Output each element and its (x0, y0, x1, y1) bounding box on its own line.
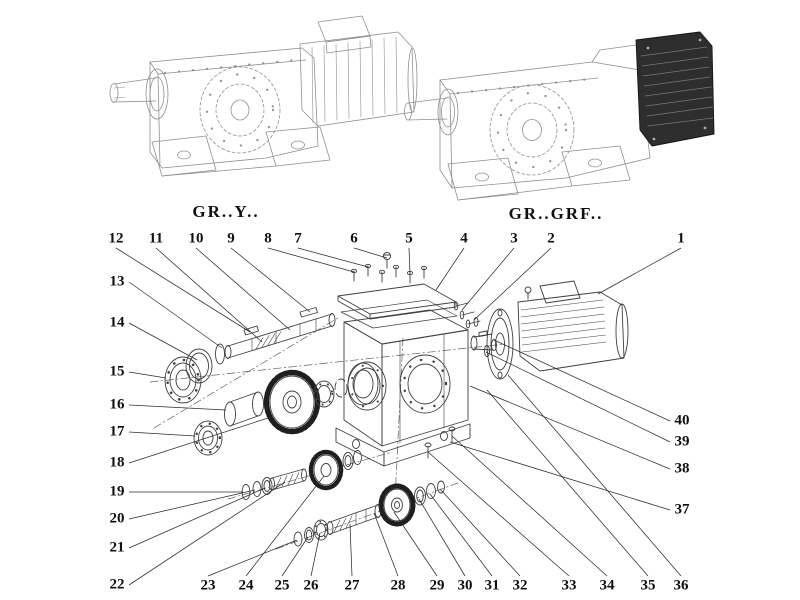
gearmotor-drawing-gr-grf (404, 31, 715, 201)
leader-line-29 (393, 511, 438, 577)
part-number-36: 36 (673, 577, 689, 594)
bearings-and-seals (164, 348, 264, 456)
model-label-gr-grf: GR..GRF.. (508, 204, 604, 223)
part-number-12: 12 (108, 230, 124, 247)
leader-line-1 (597, 247, 682, 295)
leader-lines (115, 247, 682, 586)
part-number-23: 23 (200, 577, 216, 594)
leader-line-40 (493, 339, 671, 422)
leader-line-17 (128, 431, 196, 437)
part-number-21: 21 (109, 539, 125, 556)
leader-line-10 (195, 247, 291, 331)
gear-housing (335, 309, 471, 467)
part-number-15: 15 (109, 363, 125, 380)
part-number-2: 2 (547, 230, 555, 247)
leader-line-13 (128, 281, 223, 349)
leader-line-21 (128, 487, 266, 549)
leader-line-28 (373, 512, 399, 577)
leader-line-22 (128, 481, 286, 586)
leader-line-6 (353, 247, 388, 259)
part-number-10: 10 (188, 230, 204, 247)
part-number-26: 26 (303, 577, 319, 594)
part-number-9: 9 (227, 230, 235, 247)
part-number-38: 38 (674, 460, 690, 477)
part-number-32: 32 (512, 577, 528, 594)
leader-line-12 (115, 247, 251, 333)
part-number-11: 11 (148, 230, 164, 247)
leader-line-38 (469, 385, 671, 470)
input-shaft (215, 307, 336, 365)
part-number-31: 31 (484, 577, 500, 594)
part-number-30: 30 (457, 577, 473, 594)
leader-line-2 (473, 247, 552, 321)
leader-line-8 (267, 247, 355, 273)
leader-line-15 (128, 371, 167, 379)
part-number-14: 14 (109, 314, 125, 331)
leader-line-4 (435, 247, 465, 291)
part-number-25: 25 (274, 577, 290, 594)
leader-line-5 (408, 247, 411, 275)
output-gear (263, 369, 321, 435)
cover-bolts (350, 251, 428, 284)
leader-line-32 (439, 488, 521, 577)
part-number-34: 34 (599, 577, 615, 594)
part-number-16: 16 (109, 396, 125, 413)
leader-line-33 (427, 451, 570, 577)
intermediate-rings (313, 361, 387, 411)
fan-cover-dark (635, 31, 715, 147)
leader-line-25 (281, 536, 309, 577)
intermediate-shaft-set (241, 449, 362, 500)
leader-line-27 (349, 523, 353, 577)
leader-line-23 (207, 539, 298, 577)
leader-line-24 (245, 475, 325, 577)
leader-line-34 (451, 435, 608, 577)
part-number-6: 6 (350, 230, 358, 247)
part-number-5: 5 (405, 230, 413, 247)
exploded-view (149, 251, 629, 550)
leader-line-35 (486, 389, 649, 577)
part-number-3: 3 (510, 230, 518, 247)
part-number-13: 13 (109, 273, 125, 290)
leader-line-14 (128, 322, 198, 361)
part-number-8: 8 (264, 230, 272, 247)
part-number-24: 24 (238, 577, 254, 594)
part-number-7: 7 (294, 230, 302, 247)
leader-line-20 (128, 489, 256, 520)
shaft-key (299, 307, 318, 318)
part-number-35: 35 (640, 577, 656, 594)
leader-line-26 (310, 532, 321, 577)
leader-line-3 (461, 247, 515, 311)
part-number-1: 1 (677, 230, 685, 247)
part-number-28: 28 (390, 577, 406, 594)
leader-line-18 (128, 417, 269, 464)
part-number-27: 27 (344, 577, 360, 594)
motor-assembly (453, 280, 629, 380)
part-number-4: 4 (460, 230, 468, 247)
part-number-40: 40 (674, 412, 690, 429)
part-number-19: 19 (109, 483, 125, 500)
part-number-29: 29 (429, 577, 445, 594)
part-number-18: 18 (109, 454, 125, 471)
leader-line-31 (429, 493, 493, 577)
leader-line-11 (155, 247, 263, 343)
part-number-17: 17 (109, 423, 125, 440)
leader-line-7 (297, 247, 369, 268)
part-number-37: 37 (674, 501, 690, 518)
part-number-22: 22 (109, 576, 125, 593)
leader-line-39 (485, 351, 671, 443)
model-label-gr-y: GR..Y.. (192, 202, 260, 221)
leader-line-30 (418, 498, 466, 577)
part-number-39: 39 (674, 433, 690, 450)
leader-line-9 (230, 247, 311, 313)
pinion-shaft-set (293, 480, 445, 547)
shaft-key (243, 325, 259, 336)
gearmotor-drawing-gr-y (109, 15, 418, 177)
leader-line-37 (449, 441, 671, 511)
leader-line-36 (507, 374, 682, 577)
part-number-33: 33 (561, 577, 577, 594)
leader-line-16 (128, 404, 227, 411)
part-number-20: 20 (109, 510, 125, 527)
